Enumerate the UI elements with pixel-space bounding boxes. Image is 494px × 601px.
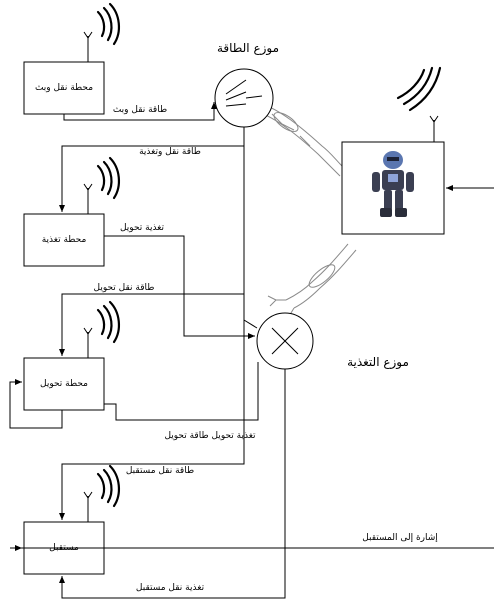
wireless-antenna-icon — [83, 2, 120, 62]
switch-unit-label: موزع الطاقة — [217, 41, 279, 56]
combiner-icon — [271, 327, 299, 355]
signal-label-8: تغذية نقل مستقبل — [136, 583, 205, 593]
wireless-antenna-icon — [83, 156, 120, 214]
signal-label-7: إشارة إلى المستقبل — [362, 533, 438, 543]
wireless-antenna-icon — [83, 464, 120, 522]
robot-icon — [372, 151, 414, 217]
switch-icon — [214, 68, 274, 128]
signal-label-2: طاقة نقل وتغذية — [139, 147, 201, 157]
signal-label-1: طاقة نقل وبث — [113, 105, 167, 115]
signal-label-5: تغذية تحويل طاقة تحويل — [164, 431, 256, 441]
wireless-antenna-icon — [396, 66, 442, 142]
signal-label-6: طاقة نقل مستقبل — [126, 466, 194, 476]
module-second — [23, 213, 105, 267]
module-third — [23, 357, 105, 411]
module-second-label: محطة تغذية — [42, 235, 87, 245]
wireless-antenna-icon — [83, 300, 120, 358]
switch-icon — [225, 79, 263, 107]
combiner-unit-label: موزع التغذية — [347, 355, 409, 370]
signal-label-3: تغذية تحويل — [120, 223, 165, 233]
module-top-label: محطة نقل وبث — [35, 83, 93, 93]
module-third-label: محطة تحويل — [40, 379, 88, 389]
signal-label-4: طاقة نقل تحويل — [94, 283, 155, 293]
